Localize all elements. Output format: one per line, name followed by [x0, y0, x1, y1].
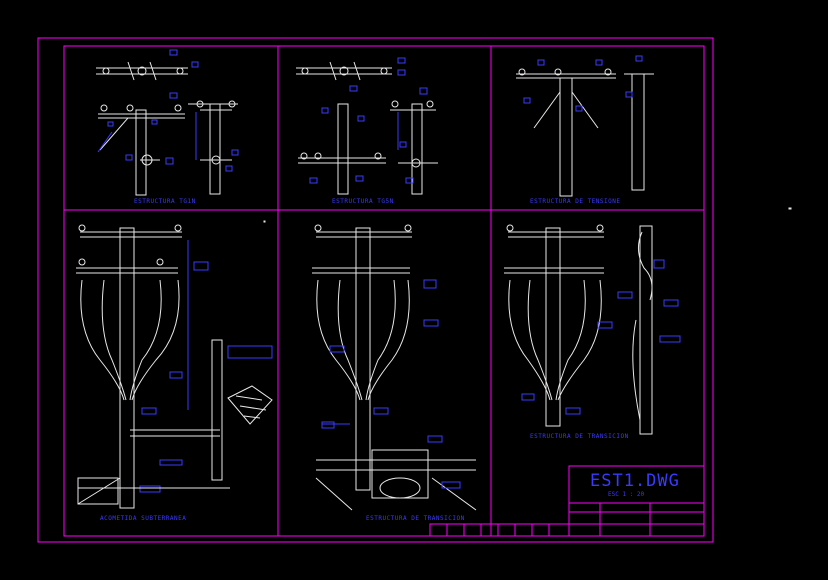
panel-bottom-left-drawing: ACOMETIDA SUBTERRANEA: [76, 224, 273, 522]
panel-bottom-right-drawing: ESTRUCTURA DE TRANSICION: [504, 224, 681, 440]
caption-bottom-right: ESTRUCTURA DE TRANSICION: [530, 433, 629, 440]
inner-border: [63, 45, 705, 537]
caption-top-middle: ESTRUCTURA TG5N: [332, 198, 394, 205]
caption-top-right: ESTRUCTURA DE TENSIONE: [530, 198, 620, 205]
panel-top-left-drawing: ESTRUCTURA TG1N: [96, 49, 239, 205]
outer-border: [37, 37, 714, 543]
panel-top-middle-drawing: ESTRUCTURA TG5N: [296, 57, 438, 205]
title-block: EST1.DWG ESC 1 : 20: [429, 465, 705, 537]
caption-bottom-left: ACOMETIDA SUBTERRANEA: [100, 515, 186, 522]
caption-bottom-middle: ESTRUCTURA DE TRANSICION: [366, 515, 465, 522]
caption-top-left: ESTRUCTURA TG1N: [134, 198, 196, 205]
drawing-scale: ESC 1 : 20: [608, 491, 645, 498]
drawing-title: EST1.DWG: [590, 471, 680, 491]
panel-bottom-middle-drawing: ESTRUCTURA DE TRANSICION: [312, 224, 477, 522]
panel-top-right-drawing: ESTRUCTURA DE TENSIONE: [516, 55, 654, 205]
